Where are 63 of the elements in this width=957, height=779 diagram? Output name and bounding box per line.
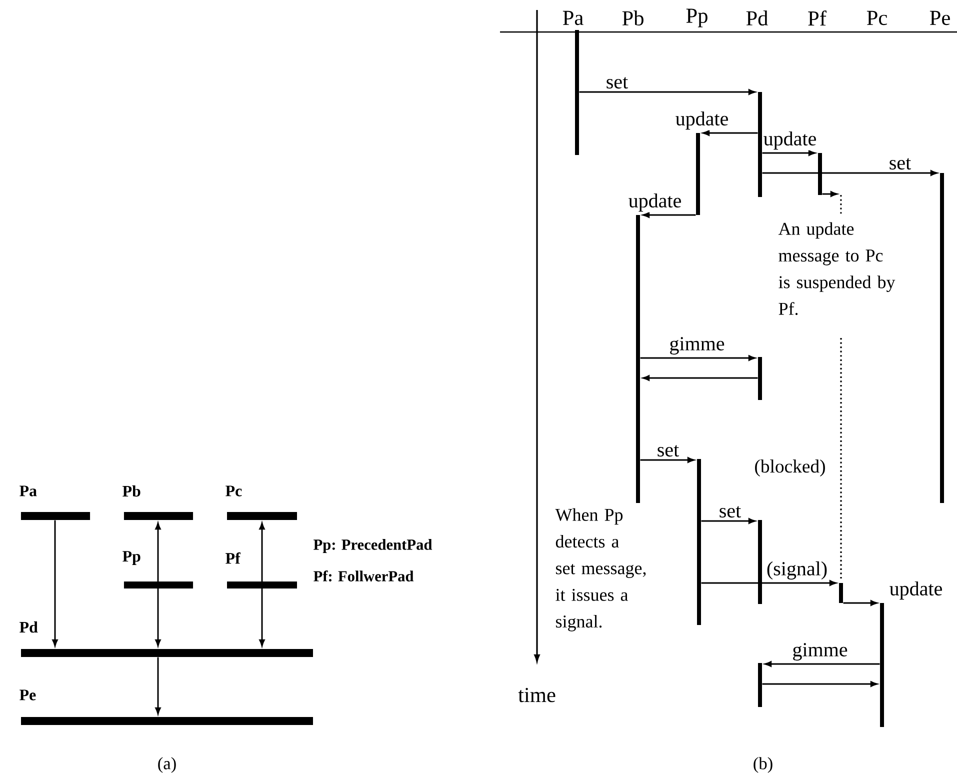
- bar-label: Pc: [226, 486, 242, 496]
- activation-bar: [818, 153, 822, 195]
- arrow: [640, 457, 694, 463]
- activation-bar: [940, 173, 944, 503]
- activation-bar: [758, 663, 762, 707]
- activation-bar: [839, 583, 843, 603]
- column-label: Pf: [808, 10, 826, 26]
- activation-bar: [697, 459, 701, 625]
- activation-bar: [636, 215, 640, 503]
- activation-bar: [758, 357, 762, 400]
- arrow: [701, 518, 756, 524]
- edge-label: set: [718, 505, 742, 518]
- activation-bar: [696, 133, 700, 215]
- edge-label: set: [656, 444, 680, 458]
- edge-label: update: [674, 110, 730, 130]
- edge-label: update: [888, 580, 944, 600]
- arrow: [642, 375, 758, 381]
- edge-label: set: [605, 76, 629, 90]
- arrow: [762, 150, 816, 156]
- arrow: [762, 170, 938, 176]
- bar-label: Pb: [122, 485, 140, 497]
- arrow: [155, 522, 161, 646]
- panel-caption: (b): [754, 757, 772, 773]
- note-text: (blocked): [755, 460, 825, 476]
- bar-label: Pd: [20, 621, 38, 633]
- arrow: [701, 580, 836, 586]
- activation-bar: [758, 92, 762, 198]
- bar-label: Pf: [226, 552, 241, 564]
- arrow: [762, 681, 878, 687]
- bar-label: Pp: [122, 551, 140, 565]
- column-label: Pp: [686, 8, 708, 28]
- arrow: [702, 130, 758, 136]
- legend-text: Pf: FollwerPad: [314, 570, 414, 582]
- column-label: Pd: [746, 10, 768, 26]
- arrow: [640, 355, 756, 361]
- arrow: [764, 661, 880, 667]
- arrow: [843, 600, 878, 606]
- edge-label: gimme: [668, 336, 726, 356]
- column-label: Pc: [866, 10, 887, 26]
- edge-label: update: [762, 130, 818, 150]
- arrow: [642, 212, 696, 218]
- activation-bar: [575, 30, 579, 156]
- arrow: [155, 657, 161, 714]
- edge-label: gimme: [792, 642, 848, 662]
- dotted-line: [840, 195, 842, 215]
- panel-caption: (a): [158, 757, 176, 773]
- note-text: An update message to Pc is suspended by Pf.: [778, 222, 896, 315]
- arrow: [52, 520, 58, 646]
- column-label: time: [518, 688, 556, 702]
- edge-label: (signal): [766, 560, 828, 580]
- edge-label: update: [628, 192, 682, 212]
- note-text: When Pp detects a set message, it issues a signal.: [555, 508, 646, 632]
- arrow: [822, 191, 838, 197]
- legend-text: Pp: PrecedentPad: [314, 539, 432, 553]
- column-label: Pe: [930, 10, 950, 26]
- activation-bar: [880, 603, 884, 727]
- column-label: Pb: [622, 10, 644, 26]
- activation-bar: [758, 520, 762, 604]
- arrow: [579, 89, 756, 95]
- arrow: [259, 522, 265, 646]
- bar-label: Pa: [20, 486, 37, 496]
- edge-label: set: [888, 157, 912, 170]
- bar-label: Pe: [20, 690, 36, 700]
